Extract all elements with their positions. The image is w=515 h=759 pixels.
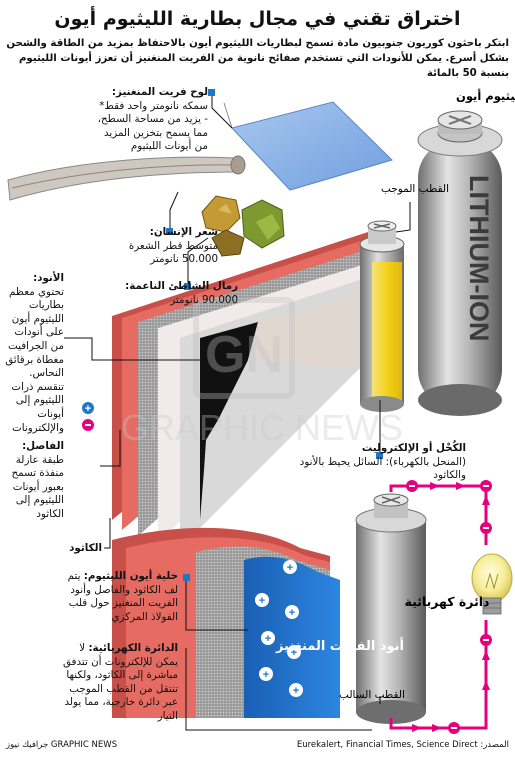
anode-ferrite-label: أنود الفريت المنغنيز bbox=[275, 637, 404, 654]
svg-text:+: + bbox=[259, 595, 265, 607]
battery-brand-text: LITHIUM-ION bbox=[464, 175, 494, 341]
svg-text:+: + bbox=[265, 633, 271, 645]
circuit-arrows bbox=[412, 482, 490, 732]
electrolyte-label: الكُحْل أو الإلكتروليت (المنحل بالكهرباء… bbox=[299, 442, 466, 482]
circuit-label: دائرة كهربائية bbox=[405, 594, 490, 609]
leader-lines bbox=[64, 93, 411, 731]
lower-battery-roll: + + + + + + + bbox=[112, 493, 427, 724]
ion-markers bbox=[255, 560, 303, 697]
hair-label: شعر الإنسان: متوسط قطر الشعرة 50.000 نان… bbox=[128, 226, 218, 266]
liion-cell-label: خلية أيون الليثيوم: يتم لف الكاثود والفا… bbox=[67, 570, 178, 623]
manganese-ferrite-sheet bbox=[223, 101, 393, 191]
svg-text:+: + bbox=[291, 647, 297, 659]
positive-pole-label: القطب الموجب bbox=[381, 183, 449, 195]
light-bulb-icon bbox=[471, 553, 513, 615]
lithium-ion-battery: LITHIUM-ION bbox=[417, 110, 503, 416]
source-credit: المصدر: Eurekalert, Financial Times, Sci… bbox=[296, 740, 509, 750]
sand-label: رمال الشاطئ الناعمة: 90.000 نانومتر bbox=[125, 280, 238, 306]
circuit-description-label: الدائرة الكهربائية: لا يمكن للإلكترونات … bbox=[62, 642, 178, 722]
svg-text:+: + bbox=[287, 562, 293, 574]
watermark: GN GRAPHIC NEWS bbox=[121, 297, 403, 448]
svg-text:+: + bbox=[293, 685, 299, 697]
svg-text:+: + bbox=[85, 403, 91, 415]
separator-label: الفاصل: طبقة عازلة منفذة تسمح بعبور أيون… bbox=[11, 440, 64, 520]
leader-markers bbox=[166, 89, 383, 581]
human-hair bbox=[7, 155, 246, 201]
cathode-label: الكاثود bbox=[69, 542, 102, 554]
svg-text:+: + bbox=[263, 669, 269, 681]
svg-text:GN: GN bbox=[205, 326, 283, 384]
electrode-layers-upper bbox=[112, 220, 405, 548]
manganese-sheet-label: لوح فريت المنغنيز: سمكه نانومتر واحد فقط… bbox=[97, 86, 208, 153]
anode-label: الأنود: تحتوي معظم بطاريات الليثيوم أيون… bbox=[5, 272, 64, 434]
intro-text: ابتكر باحثون كوريون جنوبيون مادة تسمح لب… bbox=[6, 38, 509, 79]
svg-text:+: + bbox=[289, 607, 295, 619]
electron-markers: + bbox=[82, 402, 492, 734]
sand-grains bbox=[201, 195, 285, 257]
negative-pole-label: القطب السالب bbox=[339, 689, 405, 701]
cell-label: خلية ليثيوم أيون bbox=[456, 88, 515, 104]
page-title: اختراق تقني في مجال بطارية الليثيوم أيون bbox=[54, 8, 461, 30]
svg-text:GRAPHIC NEWS: GRAPHIC NEWS bbox=[121, 407, 403, 448]
positive-pole-text: القطب الموجب bbox=[381, 183, 449, 195]
graphic-news-credit: جرافيك نيوز GRAPHIC NEWS bbox=[6, 740, 118, 750]
